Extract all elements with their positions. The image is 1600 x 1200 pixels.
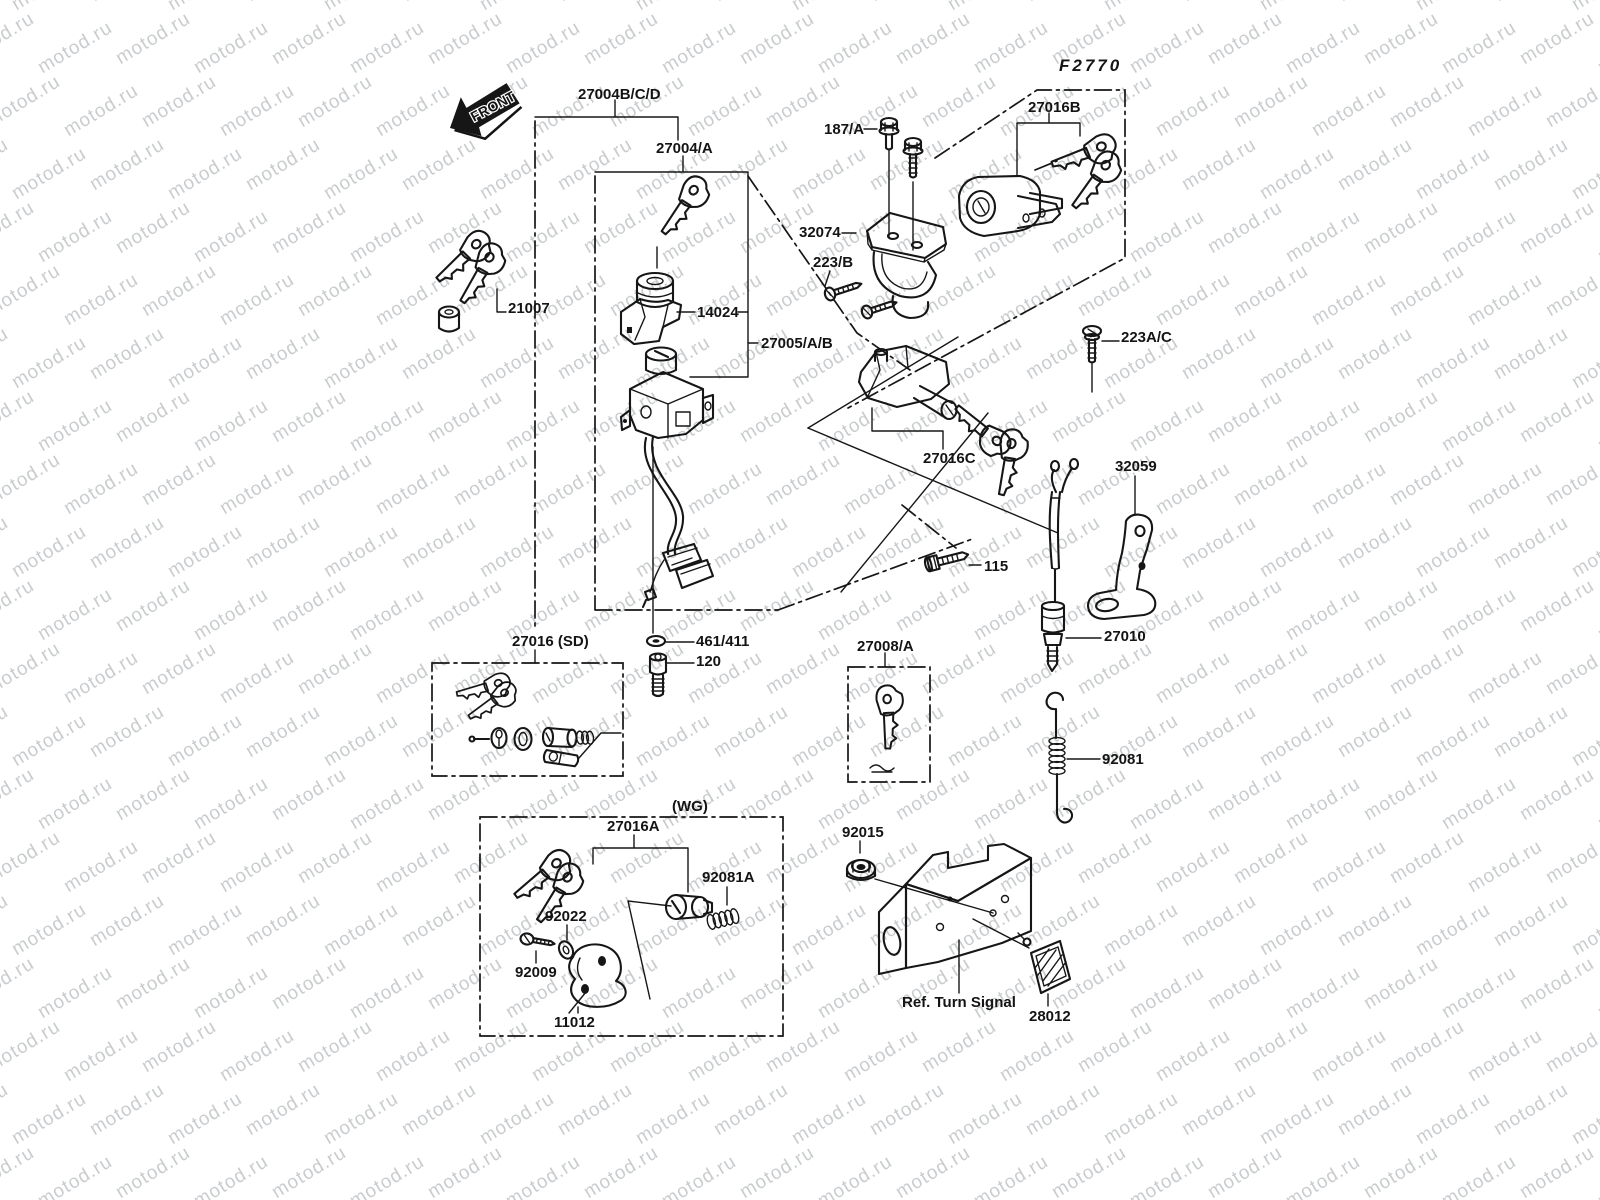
key-27008a (869, 683, 905, 773)
bolts-187a (878, 116, 924, 179)
bolt-223ac (1081, 324, 1103, 364)
leader-lines (496, 99, 1136, 1014)
lock-kit-wg (506, 844, 740, 1008)
part-label-11012: 11012 (554, 1014, 595, 1031)
helmet-lock-27016c (857, 344, 1033, 500)
part-label-223ac: 223A/C (1121, 329, 1172, 346)
drawing-code: F2770 (1059, 56, 1123, 75)
part-label-27010: 27010 (1104, 628, 1146, 645)
turn-signal-bracket (877, 842, 1033, 976)
part-label-32059: 32059 (1115, 458, 1157, 475)
bracket-32059 (1086, 513, 1157, 621)
switch-27010 (1040, 457, 1080, 673)
part-label-92081a: 92081A (702, 869, 755, 886)
detail-pointer-lines (627, 336, 1059, 1000)
part-label-461-411: 461/411 (696, 633, 750, 650)
part-label-92081: 92081 (1102, 751, 1144, 768)
screws-223b (823, 281, 898, 320)
part-label-27004a: 27004/A (656, 140, 713, 157)
washer-461-411 (645, 634, 667, 648)
part-label-115: 115 (984, 558, 1009, 575)
screw-92009 (519, 932, 556, 947)
part-label-27016c: 27016C (923, 450, 976, 467)
part-label-27005ab: 27005/A/B (761, 335, 833, 352)
ref-turn-signal-note: Ref. Turn Signal (902, 994, 1016, 1011)
bolt-115 (923, 551, 970, 573)
bracket-32074 (865, 211, 948, 320)
spring-92081a (706, 908, 740, 930)
bracket-14024 (619, 297, 683, 346)
part-label-27016a: 27016A (607, 818, 660, 835)
part-label-92022: 92022 (545, 908, 587, 925)
reflector-28012 (1017, 932, 1072, 995)
nut-92015 (845, 858, 877, 882)
part-label-27004bcd: 27004B/C/D (578, 86, 661, 103)
group-boundaries (431, 89, 1126, 1037)
box-27016-sd (431, 662, 624, 777)
bolt-120 (648, 652, 668, 698)
lock-kit-sd (453, 670, 595, 768)
washer-92022 (557, 940, 575, 960)
box-27008a (847, 666, 931, 783)
ignition-switch-assembly (619, 271, 715, 609)
box-wg (479, 816, 784, 1037)
key-set-21007 (428, 225, 513, 333)
part-label-28012: 28012 (1029, 1008, 1071, 1025)
part-label-27016b: 27016B (1028, 99, 1081, 116)
group-label-27016-sd: 27016 (SD) (512, 633, 589, 650)
part-label-27008a: 27008/A (857, 638, 914, 655)
part-label-14024: 14024 (697, 304, 739, 321)
part-label-92009: 92009 (515, 964, 557, 981)
spring-92081 (1045, 691, 1074, 824)
lock-27016a (664, 893, 714, 921)
part-label-32074: 32074 (799, 224, 841, 241)
part-label-223b: 223/B (813, 254, 854, 271)
cover-11012 (568, 943, 627, 1008)
part-label-21007: 21007 (508, 300, 550, 317)
part-label-187a: 187/A (824, 121, 865, 138)
group-label-wg: (WG) (672, 798, 708, 815)
part-label-92015: 92015 (842, 824, 884, 841)
part-label-120: 120 (696, 653, 722, 670)
seat-lock-27016b (957, 130, 1129, 238)
